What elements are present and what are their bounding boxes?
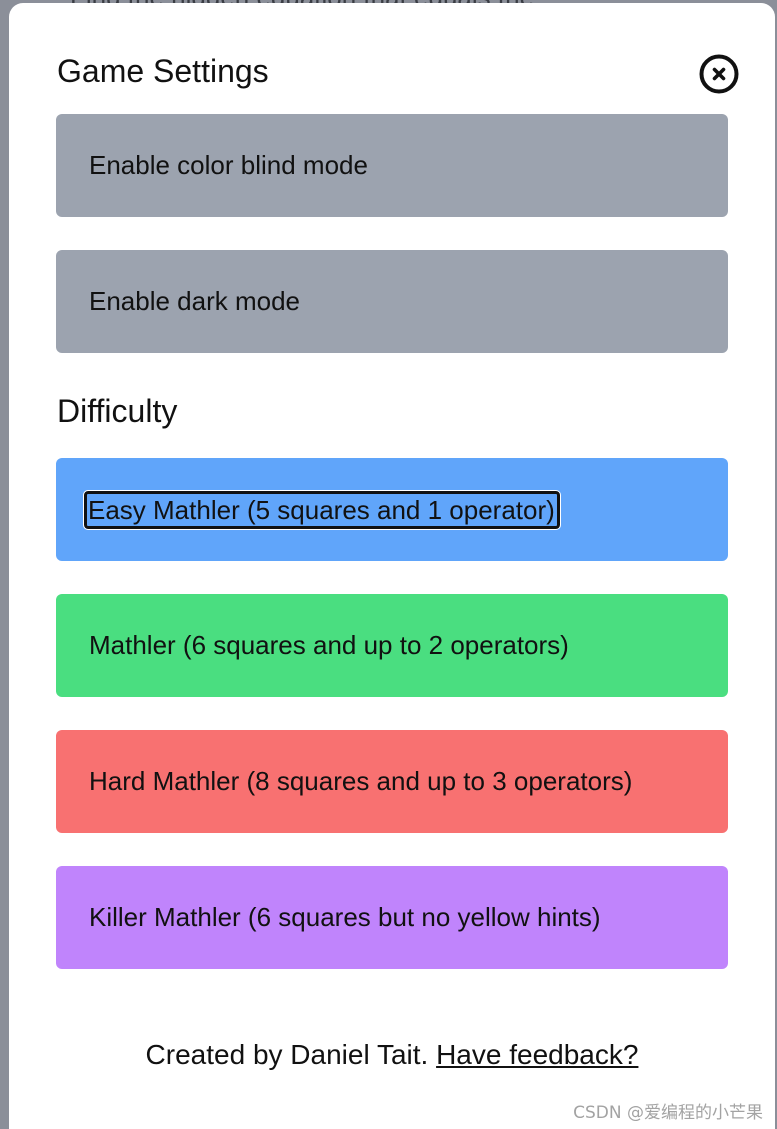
- killer-mathler-label: Killer Mathler (6 squares but no yellow …: [89, 902, 601, 932]
- close-circle-icon: [699, 54, 739, 94]
- settings-modal: Game Settings Enable color blind mode En…: [9, 3, 775, 1129]
- watermark: CSDN @爱编程的小芒果: [573, 1103, 763, 1123]
- footer-credit: Created by Daniel Tait.: [145, 1039, 437, 1070]
- feedback-link[interactable]: Have feedback?: [436, 1039, 639, 1070]
- close-button[interactable]: [699, 54, 739, 94]
- hard-mathler-label: Hard Mathler (8 squares and up to 3 oper…: [89, 766, 633, 796]
- easy-mathler-button[interactable]: Easy Mathler (5 squares and 1 operator): [56, 458, 728, 561]
- difficulty-heading: Difficulty: [57, 393, 178, 429]
- color-blind-mode-button[interactable]: Enable color blind mode: [56, 114, 728, 217]
- dark-mode-label: Enable dark mode: [89, 286, 301, 316]
- mathler-label: Mathler (6 squares and up to 2 operators…: [89, 630, 569, 660]
- easy-mathler-label: Easy Mathler (5 squares and 1 operator): [83, 489, 561, 530]
- killer-mathler-button[interactable]: Killer Mathler (6 squares but no yellow …: [56, 866, 728, 969]
- hard-mathler-button[interactable]: Hard Mathler (8 squares and up to 3 oper…: [56, 730, 728, 833]
- modal-title: Game Settings: [57, 53, 269, 89]
- color-blind-mode-label: Enable color blind mode: [89, 150, 368, 180]
- footer: Created by Daniel Tait. Have feedback?: [9, 1039, 775, 1071]
- dark-mode-button[interactable]: Enable dark mode: [56, 250, 728, 353]
- mathler-button[interactable]: Mathler (6 squares and up to 2 operators…: [56, 594, 728, 697]
